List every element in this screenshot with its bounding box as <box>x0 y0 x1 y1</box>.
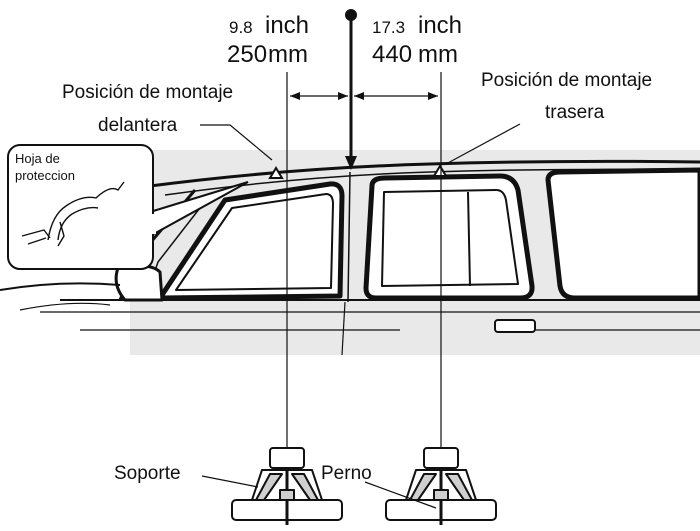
roof-line <box>149 159 700 188</box>
front-mount-label-line1: Posición de montaje <box>62 82 233 103</box>
rear-quarter-window <box>545 167 700 301</box>
front-mount-label-line2: delantera <box>98 115 178 136</box>
front-inch-unit: inch <box>265 12 309 39</box>
front-mm-unit: mm <box>268 41 308 68</box>
side-mirror <box>114 264 164 302</box>
protection-label-line1: Hoja de <box>15 151 60 166</box>
rear-mount-label-line1: Posición de montaje <box>481 70 652 91</box>
rear-window-divider <box>467 191 471 287</box>
hood-line <box>0 282 121 291</box>
front-rack-foot <box>231 447 343 525</box>
rear-inch-unit: inch <box>418 12 462 39</box>
front-mount-marker <box>268 166 284 179</box>
rear-door-window <box>363 173 535 301</box>
bolt-label: Perno <box>321 463 372 484</box>
front-mm-value: 250 <box>227 41 267 68</box>
hood-line-2 <box>19 302 111 311</box>
front-door-window-inner <box>175 193 334 291</box>
front-dimension-arrow <box>290 92 348 100</box>
rear-mount-leader <box>445 123 521 165</box>
car-illustration <box>0 150 700 356</box>
front-inch-value: 9.8 <box>229 18 253 37</box>
rear-inch-value: 17.3 <box>372 18 405 37</box>
support-leader <box>201 475 259 488</box>
bolt-leader <box>364 481 437 509</box>
rear-mm-value: 440 <box>372 41 412 68</box>
rear-mount-marker <box>432 164 448 177</box>
rear-rack-foot <box>385 447 497 525</box>
front-door-window <box>157 181 345 301</box>
b-pillar <box>347 171 351 303</box>
datum-arrowhead <box>345 156 357 170</box>
protection-sheet-sketch <box>21 181 125 247</box>
front-mount-leader <box>200 124 273 161</box>
callout-pointer-mask <box>148 214 156 234</box>
door-seam <box>341 301 346 356</box>
support-label: Soporte <box>114 463 181 484</box>
rear-door-window-inner <box>381 189 519 287</box>
rear-dimension-arrow <box>354 92 438 100</box>
protection-label-line2: proteccion <box>15 168 75 183</box>
protection-sheet-callout: Hoja de proteccion <box>7 144 249 270</box>
rear-mount-label-line2: trasera <box>545 102 605 123</box>
rear-mm-unit: mm <box>418 41 458 68</box>
door-handle <box>494 319 536 333</box>
